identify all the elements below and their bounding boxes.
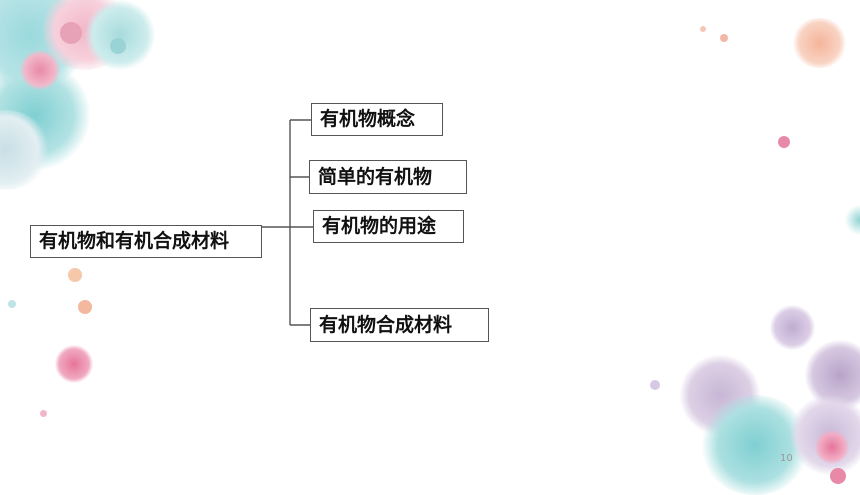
page-number: 10 [780, 453, 793, 464]
branch-node-simple-organics: 简单的有机物 [309, 160, 467, 194]
branch-node-synthetic-materials: 有机物合成材料 [310, 308, 489, 342]
branch-node-concept: 有机物概念 [311, 103, 443, 136]
branch-node-uses: 有机物的用途 [313, 210, 464, 243]
root-node: 有机物和有机合成材料 [30, 225, 262, 258]
tree-connectors [262, 119, 313, 326]
